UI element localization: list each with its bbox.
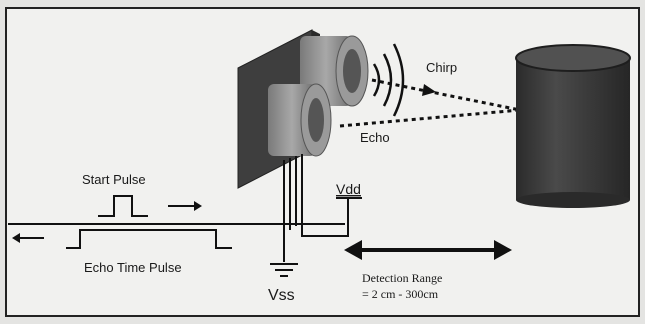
vdd-label: Vdd [336,181,361,197]
vss-label: Vss [268,287,295,304]
ground-symbol [270,263,298,277]
chirp-arrowhead [422,84,436,96]
echo-time-pulse-label: Echo Time Pulse [84,260,182,275]
target-object [515,44,631,208]
sound-waves [372,43,405,117]
start-pulse-waveform [98,195,148,217]
arrow-right-icon [168,201,202,211]
sensor-module [237,29,369,262]
receiver-transducer [268,83,332,157]
pin-vdd [301,154,349,237]
detection-range-label: Detection Range [362,271,442,285]
detection-range-value: = 2 cm - 300cm [362,287,439,301]
start-pulse-label: Start Pulse [82,172,146,187]
double-arrow-icon [344,240,512,260]
echo-label: Echo [360,130,390,145]
chirp-label: Chirp [426,60,457,75]
arrow-left-icon [12,233,44,243]
chirp-path [371,78,521,112]
echo-path [339,108,521,128]
echo-time-pulse-waveform [66,229,232,249]
